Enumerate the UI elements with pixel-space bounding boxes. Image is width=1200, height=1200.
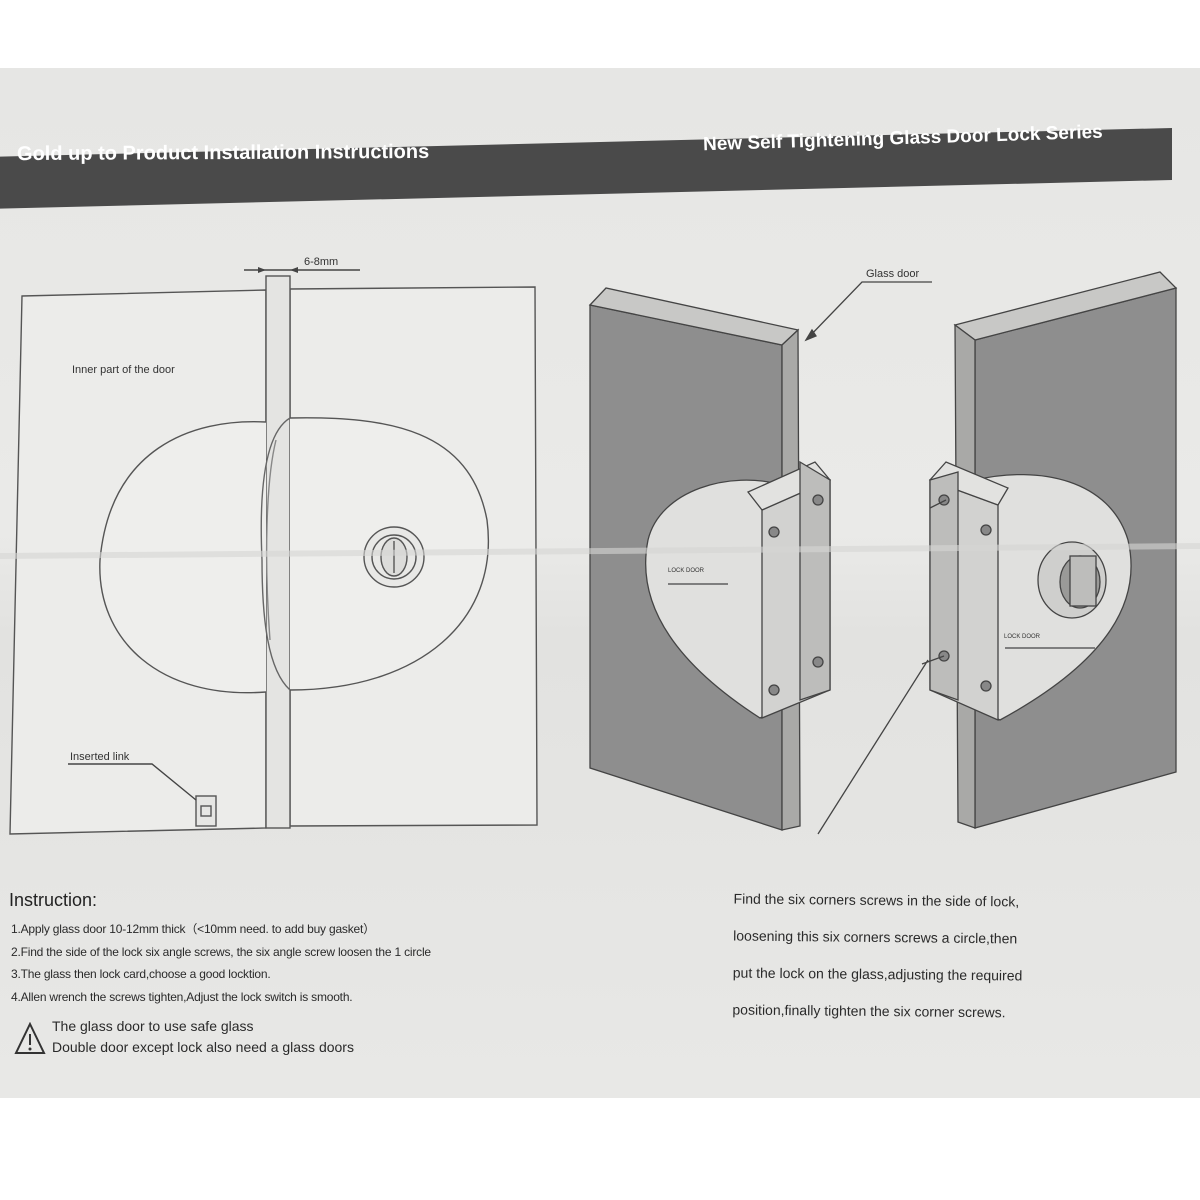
warning-text: The glass door to use safe glass Double … xyxy=(52,1016,354,1058)
warning-triangle-icon xyxy=(14,1022,46,1054)
warning-line: Double door except lock also need a glas… xyxy=(52,1039,354,1055)
instruction-title: Instruction: xyxy=(9,890,98,910)
inserted-link xyxy=(195,795,217,827)
right-instruction-line: put the lock on the glass,adjusting the … xyxy=(732,964,1023,984)
right-instruction-line: position,finally tighten the six corner … xyxy=(732,1001,1006,1021)
right-instruction-line: loosening this six corners screws a circ… xyxy=(733,927,1018,947)
lock-knob-icon xyxy=(1037,541,1107,619)
inner-part-label: Inner part of the door xyxy=(72,364,175,376)
lock-label-right: LOCK DOOR xyxy=(1004,634,1041,640)
right-instructions: Find the six corners screws in the side … xyxy=(732,880,1023,1031)
thumb-turn-icon xyxy=(363,526,425,588)
instruction-item: 2.Find the side of the lock six angle sc… xyxy=(11,944,431,959)
right-door-diagram xyxy=(588,271,1178,835)
lock-label-left: LOCK DOOR xyxy=(668,568,705,574)
instruction-item: 1.Apply glass door 10-12mm thick（<10mm n… xyxy=(11,922,375,936)
instruction-list: 1.Apply glass door 10-12mm thick（<10mm n… xyxy=(11,918,431,1008)
instruction-item: 3.The glass then lock card,choose a good… xyxy=(11,967,271,981)
dimension-label: 6-8mm xyxy=(304,256,339,268)
warning-line: The glass door to use safe glass xyxy=(52,1018,254,1034)
left-door-diagram xyxy=(9,267,538,835)
glass-door-label: Glass door xyxy=(866,268,920,280)
inserted-link-label: Inserted link xyxy=(70,751,130,763)
right-instruction-line: Find the six corners screws in the side … xyxy=(733,890,1020,910)
instruction-item: 4.Allen wrench the screws tighten,Adjust… xyxy=(11,989,353,1004)
